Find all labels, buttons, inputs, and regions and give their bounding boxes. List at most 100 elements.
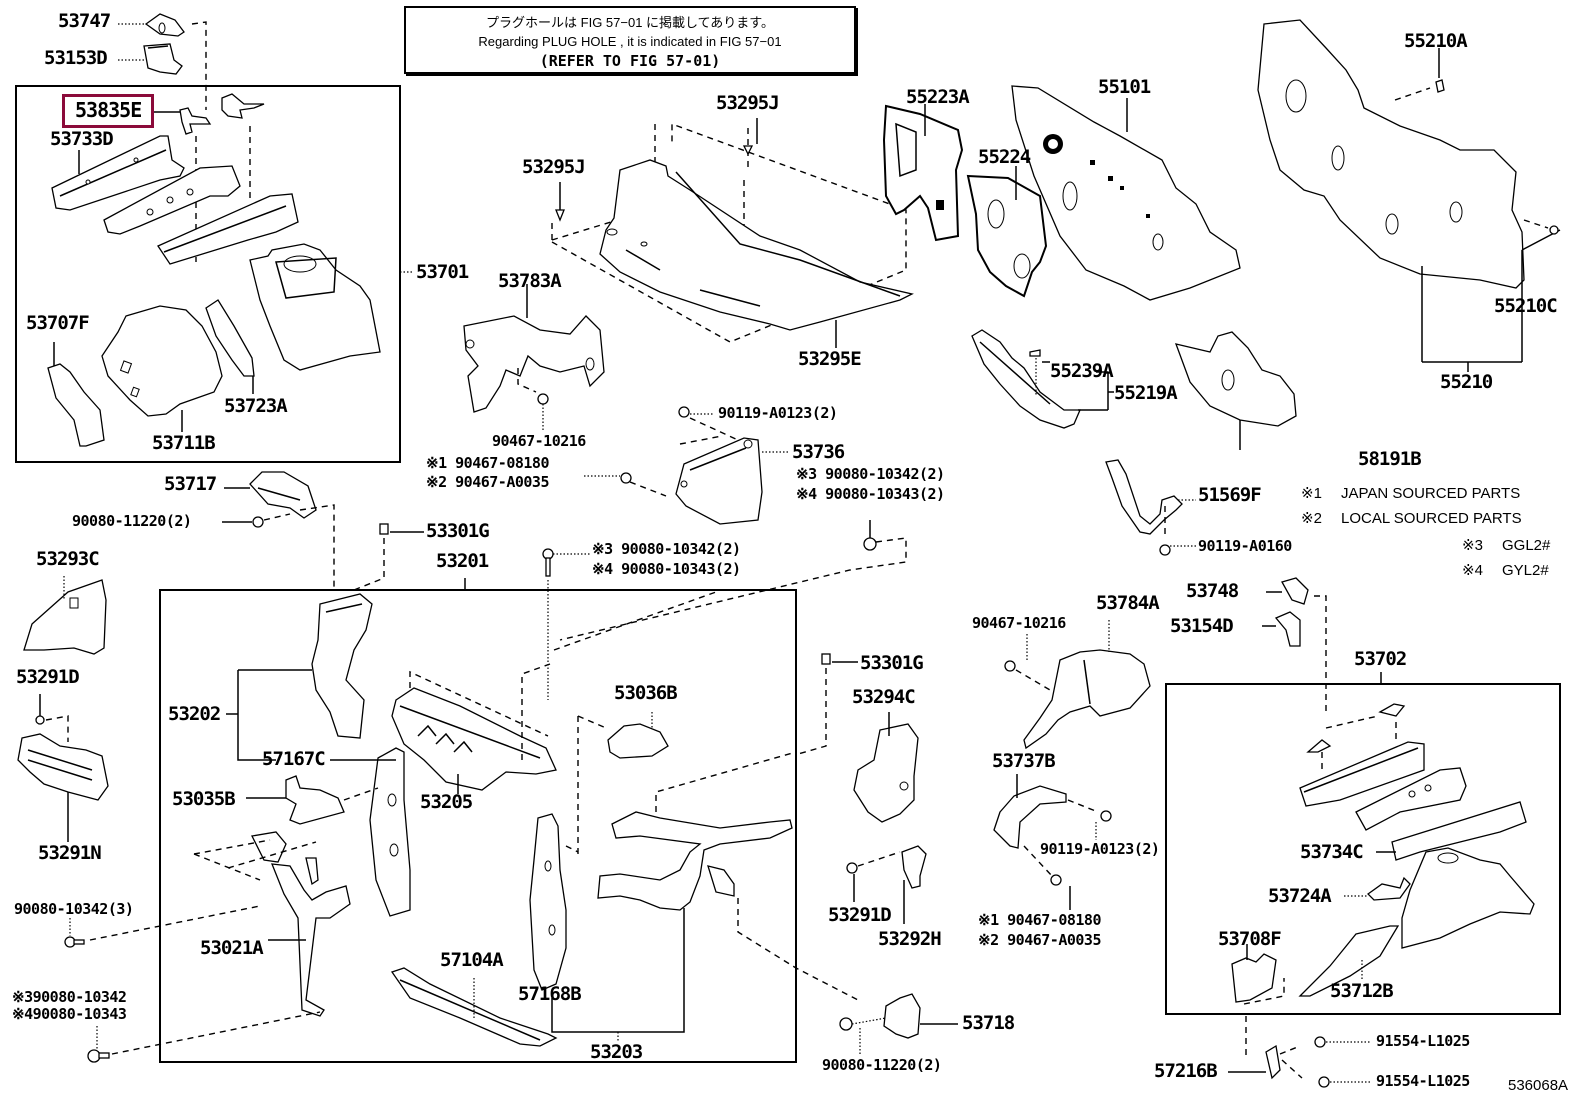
label-53702[interactable]: 53702 [1354,648,1407,670]
label-90467-08180-b[interactable]: ※1 90467-08180 [978,911,1101,929]
label-91554-L1025-a[interactable]: 91554-L1025 [1376,1032,1470,1050]
label-53737B[interactable]: 53737B [992,750,1056,772]
label-90119-A0123-a[interactable]: 90119-A0123(2) [718,404,838,422]
note-line-reference: (REFER TO FIG 57-01) [539,52,721,70]
part-57216B [1265,1044,1281,1080]
label-53718[interactable]: 53718 [962,1012,1015,1034]
label-53021A[interactable]: 53021A [200,937,264,959]
label-90467-A0035-a[interactable]: ※2 90467-A0035 [426,473,549,491]
label-55210[interactable]: 55210 [1440,371,1493,393]
label-53035B[interactable]: 53035B [172,788,236,810]
label-53784A[interactable]: 53784A [1096,592,1160,614]
label-90080-10342-a[interactable]: ※3 90080-10342(2) [796,465,945,483]
label-53205[interactable]: 53205 [420,791,473,813]
label-53711B[interactable]: 53711B [152,432,216,454]
label-90467-10216-a[interactable]: 90467-10216 [492,432,586,450]
part-57168B [529,813,567,991]
label-53295E[interactable]: 53295E [798,348,862,370]
part-53291N [17,733,109,801]
label-53202[interactable]: 53202 [168,703,221,725]
part-53736 [675,437,763,525]
label-90080-10343-c[interactable]: ※490080-10343 [12,1005,127,1023]
label-53835E[interactable]: 53835E [75,98,142,122]
label-90119-A0160[interactable]: 90119-A0160 [1198,537,1292,555]
label-53712B[interactable]: 53712B [1330,980,1394,1002]
label-53708F[interactable]: 53708F [1218,928,1282,950]
label-90080-11220-b[interactable]: 90080-11220(2) [822,1056,942,1074]
legend-text-4: GYL2# [1502,562,1549,579]
label-53153D[interactable]: 53153D [44,47,108,69]
label-53707F[interactable]: 53707F [26,312,90,334]
part-53293C [23,579,107,655]
group-box-53201 [159,589,797,1063]
note-line-english: Regarding PLUG HOLE , it is indicated in… [478,34,782,49]
label-57167C[interactable]: 57167C [262,748,326,770]
label-53301G-top[interactable]: 53301G [426,520,490,542]
label-55101[interactable]: 55101 [1098,76,1151,98]
label-90080-10343-b[interactable]: ※4 90080-10343(2) [592,560,741,578]
label-55219A[interactable]: 55219A [1114,382,1178,404]
label-53783A[interactable]: 53783A [498,270,562,292]
part-53711B [101,305,223,417]
part-53717 [249,471,317,519]
label-53293C[interactable]: 53293C [36,548,100,570]
label-53295J-left[interactable]: 53295J [522,156,586,178]
label-90080-10342-3[interactable]: 90080-10342(3) [14,900,134,918]
part-53294C [853,723,919,823]
label-90467-08180-a[interactable]: ※1 90467-08180 [426,454,549,472]
label-53201[interactable]: 53201 [436,550,489,572]
label-90467-A0035-b[interactable]: ※2 90467-A0035 [978,931,1101,949]
label-53295J-right[interactable]: 53295J [716,92,780,114]
label-90119-A0123-b[interactable]: 90119-A0123(2) [1040,840,1160,858]
label-53717[interactable]: 53717 [164,473,217,495]
part-53295E [599,159,914,331]
label-53724A[interactable]: 53724A [1268,885,1332,907]
label-55223A[interactable]: 55223A [906,86,970,108]
label-53291D-left[interactable]: 53291D [16,666,80,688]
label-53294C[interactable]: 53294C [852,686,916,708]
legend-mark-4: ※4 [1462,562,1483,579]
part-53712B-apron [1401,847,1535,949]
label-53036B[interactable]: 53036B [614,682,678,704]
label-90080-10342-b[interactable]: ※3 90080-10342(2) [592,540,741,558]
label-91554-L1025-b[interactable]: 91554-L1025 [1376,1072,1470,1090]
label-90080-10343-a[interactable]: ※4 90080-10343(2) [796,485,945,503]
label-55210C[interactable]: 55210C [1494,295,1558,317]
part-51569F [1105,459,1183,535]
part-53835E [179,93,265,135]
label-53734C[interactable]: 53734C [1300,841,1364,863]
label-90080-11220-a[interactable]: 90080-11220(2) [72,512,192,530]
part-53153D [143,43,183,75]
label-53301G-right[interactable]: 53301G [860,652,924,674]
part-53707F [47,363,105,447]
part-53292H [901,845,927,889]
label-55239A[interactable]: 55239A [1050,360,1114,382]
part-front-side-member-inner [103,165,241,235]
label-55224[interactable]: 55224 [978,146,1031,168]
group-box-53701 [15,85,401,463]
label-53154D[interactable]: 53154D [1170,615,1234,637]
label-53723A[interactable]: 53723A [224,395,288,417]
label-58191B[interactable]: 58191B [1358,448,1422,470]
part-55223A [882,104,964,242]
label-53747[interactable]: 53747 [58,10,111,32]
label-57104A[interactable]: 57104A [440,949,504,971]
label-51569F[interactable]: 51569F [1198,484,1262,506]
label-90080-10342-c[interactable]: ※390080-10342 [12,988,127,1006]
label-53203[interactable]: 53203 [590,1041,643,1063]
label-57168B[interactable]: 57168B [518,983,582,1005]
label-53748[interactable]: 53748 [1186,580,1239,602]
label-90467-10216-b[interactable]: 90467-10216 [972,614,1066,632]
label-55210A[interactable]: 55210A [1404,30,1468,52]
label-53701[interactable]: 53701 [416,261,469,283]
label-53292H[interactable]: 53292H [878,928,942,950]
part-55224 [966,174,1048,298]
label-53291N[interactable]: 53291N [38,842,102,864]
label-53291D-right[interactable]: 53291D [828,904,892,926]
label-53733D[interactable]: 53733D [50,128,114,150]
label-57216B[interactable]: 57216B [1154,1060,1218,1082]
label-53736[interactable]: 53736 [792,441,845,463]
part-53021A [251,831,351,1017]
figure-code: 536068A [1508,1077,1569,1094]
